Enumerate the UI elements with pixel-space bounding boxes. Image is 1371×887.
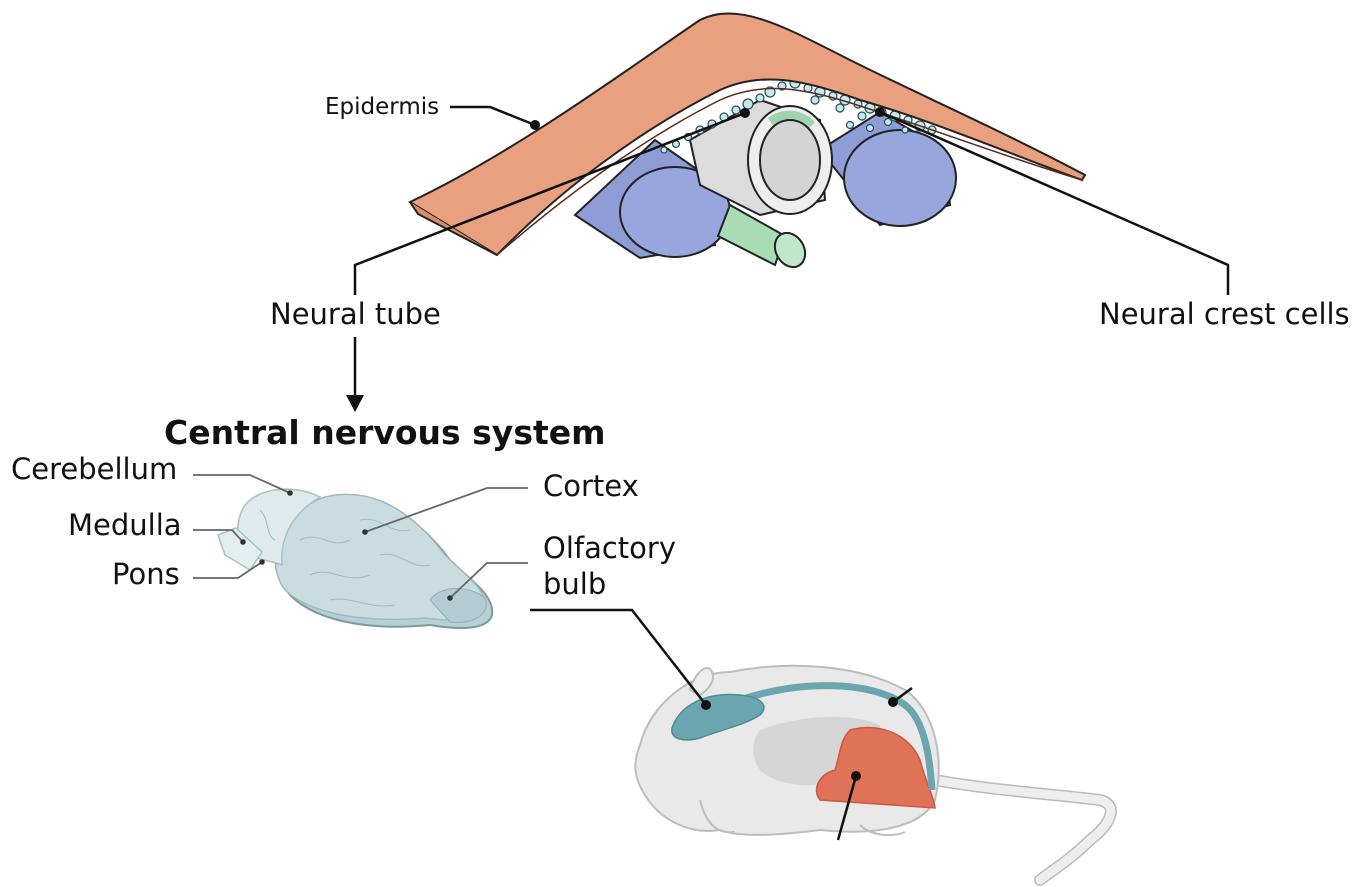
arrowhead [346,395,364,412]
medulla-label: Medulla [68,511,182,540]
neural-crest-cells-label: Neural crest cells [1099,300,1350,329]
brain-illustration [218,489,492,628]
notochord [718,205,811,273]
cortex-label: Cortex [543,472,639,501]
olfactory-bulb-label: Olfactory bulb [543,530,676,603]
epidermis-leader [450,107,535,125]
cns-title: Central nervous system [164,416,606,449]
neural-tube-label: Neural tube [270,300,441,329]
embryo-illustration [410,14,1085,273]
pons-label: Pons [112,560,180,589]
cerebellum-label: Cerebellum [11,455,177,484]
mouse-illustration [635,666,1111,880]
epidermis-label: Epidermis [325,96,439,119]
